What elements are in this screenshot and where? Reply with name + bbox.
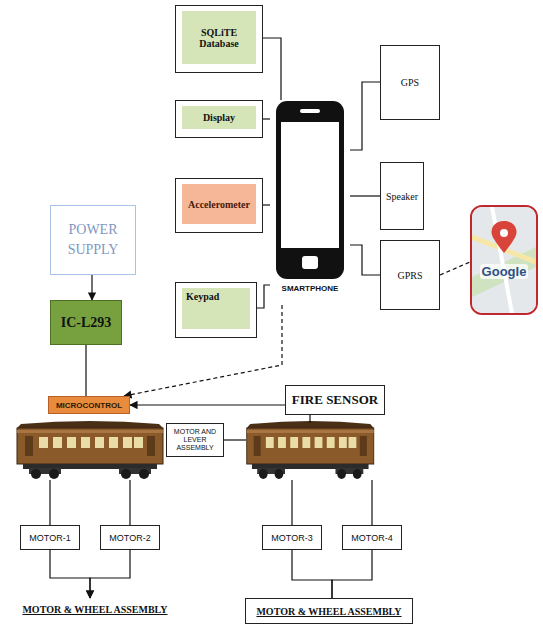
connector — [257, 285, 270, 308]
microcontroller-box: MICROCONTROL — [48, 396, 130, 414]
dashed-connector — [440, 262, 470, 275]
node-text: GPS — [401, 77, 419, 88]
node-text: MOTOR-4 — [351, 533, 392, 543]
gprs-box: GPRS — [380, 240, 440, 310]
connector — [130, 404, 285, 405]
connector — [263, 118, 270, 119]
node-text: POWER SUPPLY — [55, 220, 131, 259]
keypad-box: Keypad — [175, 282, 257, 338]
connector — [332, 550, 372, 598]
node-text: Display — [182, 106, 256, 129]
accelerometer-box: Accelerometer — [175, 178, 263, 233]
node-text: MOTOR-1 — [29, 533, 70, 543]
lever-assembly-box: MOTOR AND LEVER ASSEMBLY — [166, 423, 224, 457]
database-box: SQLiTE Database — [175, 5, 263, 73]
speaker-box: Speaker — [380, 162, 424, 230]
connector — [350, 82, 380, 150]
node-text: Google — [480, 264, 529, 279]
connector — [90, 550, 130, 598]
motor-box: MOTOR-4 — [342, 525, 402, 550]
node-text: MOTOR-3 — [271, 533, 312, 543]
motor-box: MOTOR-2 — [100, 525, 160, 550]
gps-box: GPS — [380, 45, 440, 120]
smartphone-icon: SMARTPHONE — [270, 100, 350, 305]
motor-box: MOTOR-1 — [20, 525, 80, 550]
node-text: SQLiTE Database — [182, 11, 256, 64]
node-text: FIRE SENSOR — [292, 392, 378, 408]
display-box: Display — [175, 100, 263, 138]
assembly-label-box: MOTOR & WHEEL ASSEMBLY — [15, 598, 175, 620]
connector — [85, 345, 86, 396]
node-text: MOTOR & WHEEL ASSEMBLY — [256, 606, 401, 617]
node-text: Speaker — [386, 191, 418, 202]
node-text: MOTOR AND LEVER ASSEMBLY — [169, 428, 221, 452]
node-text: SMARTPHONE — [282, 284, 339, 293]
map-picture — [472, 207, 536, 313]
connector — [263, 204, 270, 205]
fire-sensor-box: FIRE SENSOR — [285, 385, 385, 415]
node-text: MICROCONTROL — [56, 401, 122, 410]
connector — [50, 550, 90, 598]
node-text: IC-L293 — [61, 315, 112, 331]
connector — [292, 550, 332, 598]
connector — [350, 195, 380, 196]
node-text: MOTOR & WHEEL ASSEMBLY — [22, 604, 167, 615]
connector — [263, 38, 281, 100]
motor-box: MOTOR-3 — [262, 525, 322, 550]
node-text: GPRS — [397, 270, 422, 281]
driver-ic-box: IC-L293 — [50, 300, 122, 345]
phone-outline — [275, 100, 345, 280]
node-text: Accelerometer — [182, 184, 256, 224]
assembly-box: MOTOR & WHEEL ASSEMBLY — [245, 598, 413, 624]
connector — [350, 245, 380, 275]
node-text: MOTOR-2 — [109, 533, 150, 543]
node-text: Keypad — [182, 288, 250, 329]
power-supply-box: POWER SUPPLY — [50, 205, 136, 275]
connector — [91, 275, 92, 300]
google-maps-icon: Google — [470, 205, 538, 315]
